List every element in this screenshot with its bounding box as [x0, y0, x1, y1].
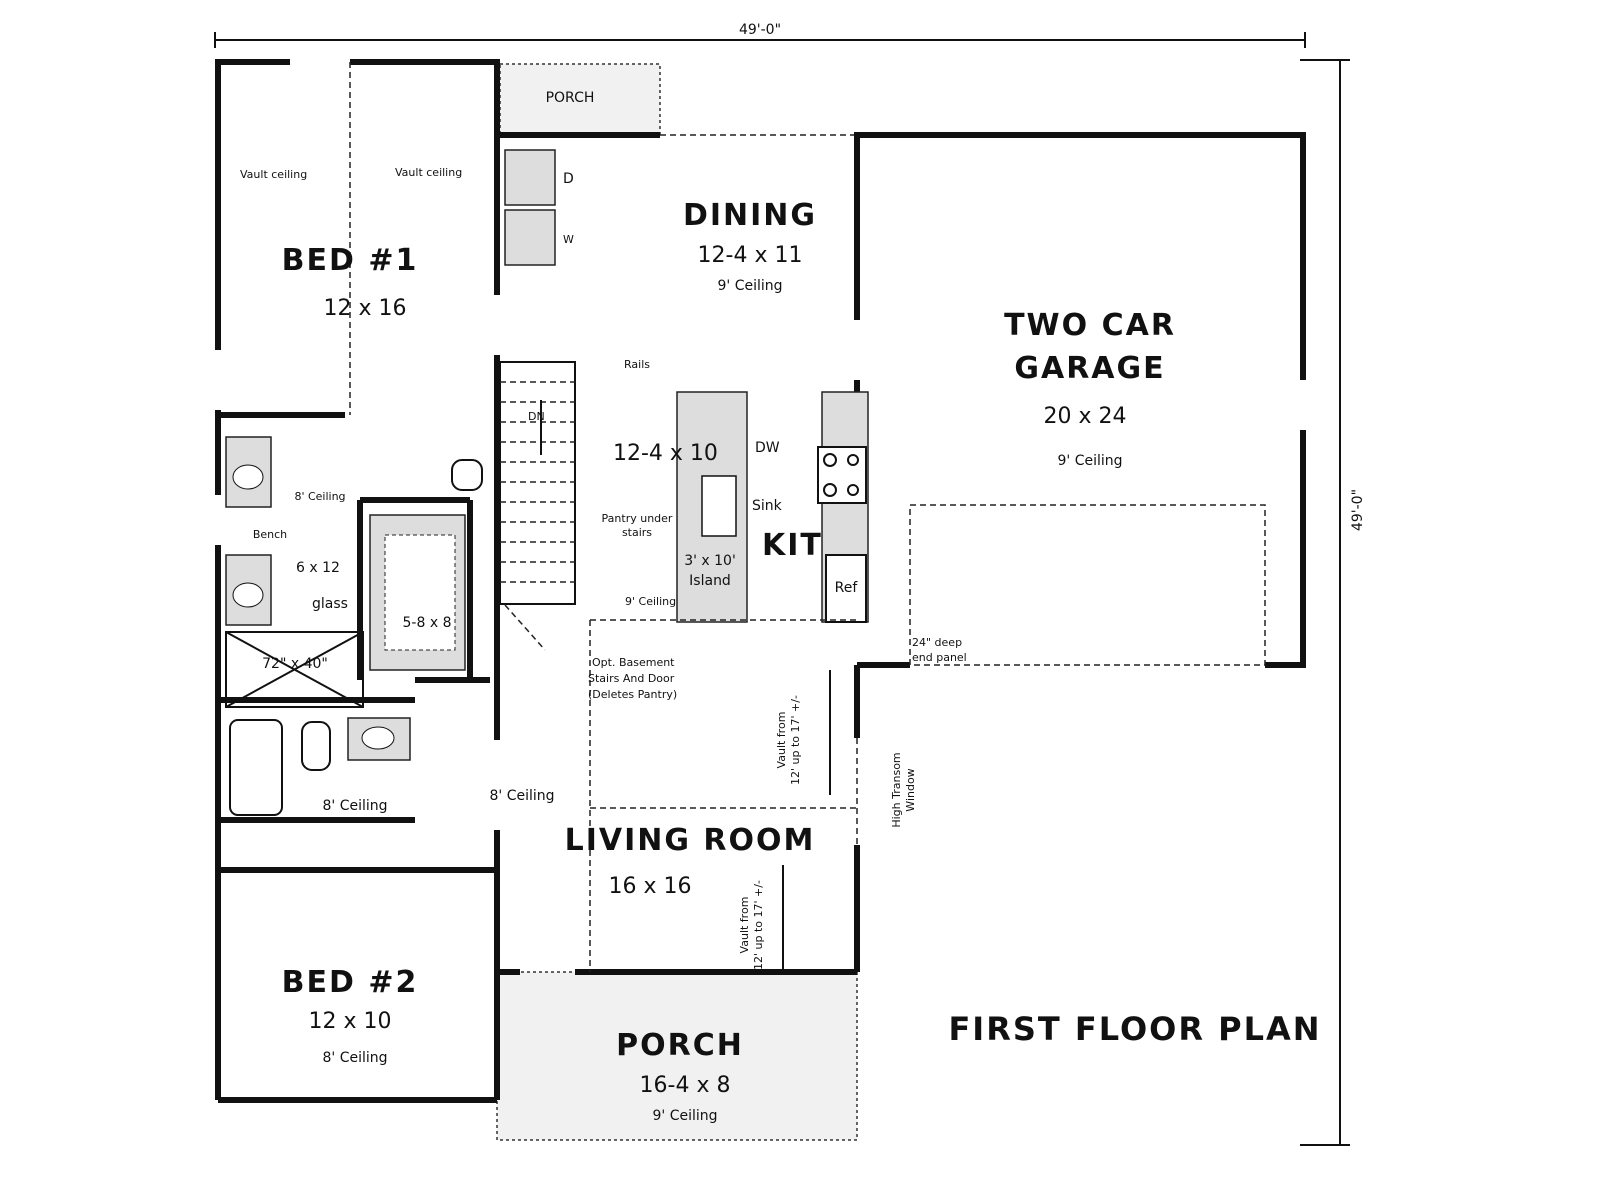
bath2-ceiling: 8' Ceiling [322, 798, 387, 814]
width-label: 49'-0" [739, 22, 781, 38]
dining-ceiling: 9' Ceiling [717, 278, 782, 294]
dw-label: DW [755, 440, 780, 456]
island-label: Island [689, 573, 731, 589]
sink-label: Sink [752, 498, 783, 514]
dimension-width: 49'-0" [214, 22, 1306, 48]
front-porch-ceiling: 9' Ceiling [652, 1108, 717, 1124]
transom-note-1: High Transom [890, 752, 903, 827]
bed2-size: 12 x 10 [309, 1009, 392, 1034]
plan-title: FIRST FLOOR PLAN [948, 1010, 1321, 1048]
rails-note: Rails [624, 358, 650, 371]
basement-note-2: Stairs And Door [588, 672, 675, 685]
dryer-icon [504, 149, 556, 206]
kitchen-name: KIT [762, 528, 823, 563]
island-size: 3' x 10' [684, 553, 736, 569]
bench-label: Bench [253, 528, 287, 541]
glass-label: glass [312, 596, 348, 612]
closet-size: 5-8 x 8 [403, 615, 452, 631]
washer-icon [504, 209, 556, 266]
bed2-ceiling: 8' Ceiling [322, 1050, 387, 1066]
end-panel-note-2: end panel [912, 651, 967, 664]
end-panel-note-1: 24" deep [912, 636, 962, 649]
bed1-size: 12 x 16 [324, 296, 407, 321]
bed2-name: BED #2 [282, 965, 419, 1000]
living-name: LIVING ROOM [565, 823, 816, 858]
pantry-note-1: Pantry under [602, 512, 673, 525]
back-porch-name: PORCH [546, 90, 595, 106]
basement-note-3: (Deletes Pantry) [588, 688, 677, 701]
bed1-vault-right: Vault ceiling [395, 166, 462, 179]
front-porch [496, 971, 858, 1141]
dining-name: DINING [683, 198, 817, 233]
garage-name-2: GARAGE [1014, 351, 1165, 386]
garage-door [909, 504, 1266, 666]
dryer-label: D [563, 171, 574, 187]
shower-size: 72" x 40" [262, 656, 328, 672]
front-porch-size: 16-4 x 8 [640, 1073, 731, 1098]
master-bath-ceiling: 8' Ceiling [294, 490, 345, 503]
stair-dn-label: DN [528, 410, 545, 423]
transom-note-2: Window [904, 768, 917, 811]
ref-label: Ref [835, 580, 859, 596]
hall-ceiling: 8' Ceiling [489, 788, 554, 804]
stairs: DN [499, 361, 576, 651]
depth-label: 49'-0" [1350, 489, 1366, 531]
shower [225, 631, 364, 708]
kitchen-ceiling: 9' Ceiling [625, 595, 676, 608]
pantry-note-2: stairs [622, 526, 652, 539]
master-bath-size: 6 x 12 [296, 560, 340, 576]
refrigerator-icon [825, 554, 867, 623]
garage-name-1: TWO CAR [1004, 308, 1176, 343]
dimension-depth: 49'-0" [1300, 59, 1366, 1146]
bed1-vault-left: Vault ceiling [240, 168, 307, 181]
washer-label: W [563, 233, 574, 246]
dining-size: 12-4 x 11 [698, 243, 803, 268]
kitchen-size: 12-4 x 10 [613, 441, 718, 466]
vault-note-1-line2: 12' up to 17' +/- [789, 695, 802, 785]
vault-note-2-line1: Vault from [738, 897, 751, 954]
toilet-icon [451, 459, 483, 491]
toilet-icon [301, 721, 331, 771]
vault-note-2-line2: 12' up to 17' +/- [752, 880, 765, 970]
bathtub-icon [229, 719, 283, 816]
back-porch [499, 63, 661, 135]
garage-ceiling: 9' Ceiling [1057, 453, 1122, 469]
bed1-name: BED #1 [282, 243, 419, 278]
sink-icon [701, 475, 737, 537]
garage-size: 20 x 24 [1044, 404, 1127, 429]
living-size: 16 x 16 [609, 874, 692, 899]
front-porch-name: PORCH [616, 1028, 744, 1063]
vault-note-1-line1: Vault from [775, 712, 788, 769]
basement-note-1: Opt. Basement [592, 656, 675, 669]
